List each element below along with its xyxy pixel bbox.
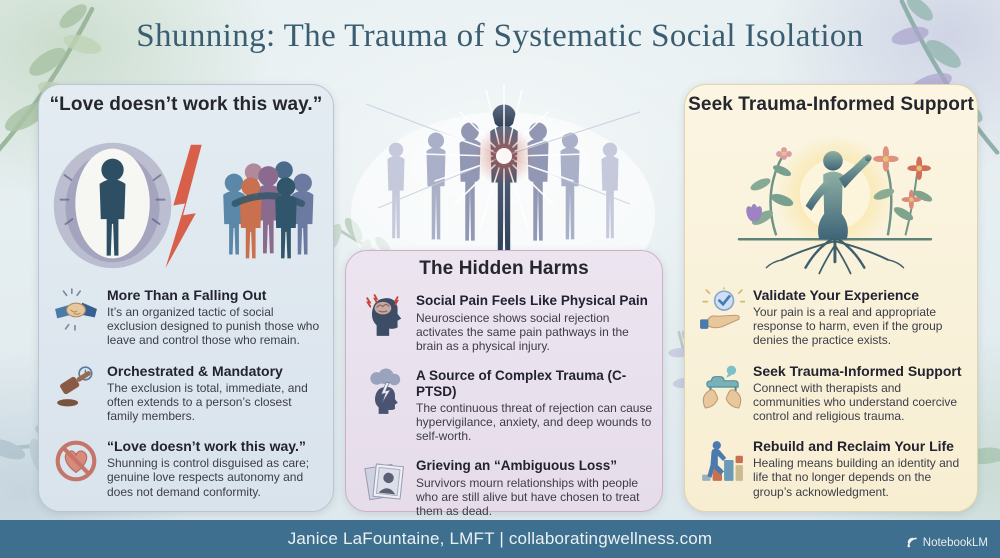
info-item: Seek Trauma-Informed Support Connect wit…: [699, 363, 969, 424]
item-body: The exclusion is total, immediate, and o…: [107, 380, 308, 423]
photos-icon: [362, 458, 408, 504]
no-heart-icon: [53, 438, 99, 484]
notebooklm-logo-icon: [907, 537, 917, 548]
brain-pain-icon: [362, 293, 408, 339]
storm-head-icon: [362, 368, 408, 414]
item-body: Neuroscience shows social rejection acti…: [416, 310, 629, 353]
item-title: More Than a Falling Out: [107, 287, 267, 303]
item-body: Shunning is control disguised as care; g…: [107, 456, 310, 499]
info-item: Grieving an “Ambiguous Loss” Survivors m…: [362, 458, 654, 518]
info-item: Social Pain Feels Like Physical Pain Neu…: [362, 293, 654, 353]
panel-support: Seek Trauma-Informed Support: [684, 84, 978, 512]
growth-roots-illustration: [737, 135, 933, 275]
item-title: Seek Trauma-Informed Support: [753, 362, 962, 379]
climbing-blocks-icon: [699, 438, 745, 484]
item-body: Your pain is a real and appropriate resp…: [753, 305, 943, 348]
author-credit: Janice LaFountaine, LMFT | collaborating…: [287, 529, 713, 548]
item-body: Connect with therapists and communities …: [753, 380, 958, 423]
watermark-label: NotebookLM: [922, 536, 988, 549]
item-title: Orchestrated & Mandatory: [107, 362, 283, 379]
footer-bar: Janice LaFountaine, LMFT | collaborating…: [0, 520, 1000, 558]
item-body: Healing means building an identity and l…: [753, 456, 960, 499]
item-title: Grieving an “Ambiguous Loss”: [416, 458, 618, 474]
item-title: A Source of Complex Trauma (C-PTSD): [416, 367, 627, 399]
panel-right-header: Seek Trauma-Informed Support: [688, 94, 974, 115]
notebooklm-watermark: NotebookLM: [906, 536, 988, 549]
panel-middle-items: Social Pain Feels Like Physical Pain Neu…: [362, 293, 654, 533]
info-item: “Love doesn’t work this way.” Shunning i…: [53, 438, 325, 499]
item-body: Survivors mourn relationships with peopl…: [416, 476, 640, 519]
page-title: Shunning: The Trauma of Systematic Socia…: [136, 18, 864, 54]
panel-shunning-reality: “Love doesn’t work this way.”: [38, 84, 334, 512]
panel-right-items: Validate Your Experience Your pain is a …: [699, 287, 969, 514]
gavel-clock-icon: [53, 363, 99, 409]
supporting-hands-icon: [699, 363, 745, 409]
isolation-vs-group-illustration: [53, 142, 314, 269]
item-title: Validate Your Experience: [753, 287, 920, 303]
info-item: Rebuild and Reclaim Your Life Healing me…: [699, 438, 969, 499]
item-title: Rebuild and Reclaim Your Life: [753, 438, 954, 455]
item-body: The continuous threat of rejection can c…: [416, 401, 653, 444]
panel-left-items: More Than a Falling Out It’s an organize…: [53, 287, 325, 514]
shattered-figures-illustration: [351, 83, 655, 252]
info-item: Orchestrated & Mandatory The exclusion i…: [53, 363, 325, 424]
info-item: Validate Your Experience Your pain is a …: [699, 287, 969, 348]
item-body: It’s an organized tactic of social exclu…: [107, 305, 320, 348]
panel-hidden-harms: The Hidden Harms Social Pain Feels Like …: [345, 250, 663, 518]
item-title: Social Pain Feels Like Physical Pain: [416, 293, 648, 308]
handshake-icon: [53, 287, 99, 333]
panel-left-header: “Love doesn’t work this way.”: [49, 94, 323, 115]
panel-middle-header: The Hidden Harms: [419, 258, 589, 279]
item-title: “Love doesn’t work this way.”: [107, 438, 306, 455]
info-item: More Than a Falling Out It’s an organize…: [53, 287, 325, 348]
info-item: A Source of Complex Trauma (C-PTSD) The …: [362, 368, 654, 444]
hand-check-icon: [699, 287, 746, 333]
